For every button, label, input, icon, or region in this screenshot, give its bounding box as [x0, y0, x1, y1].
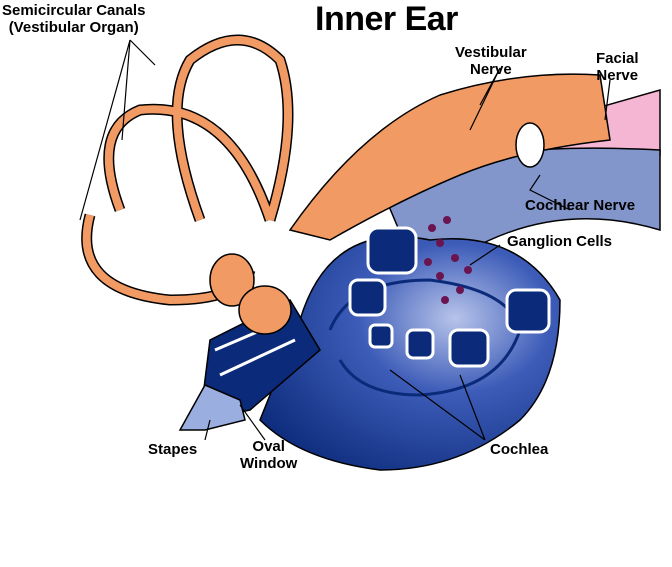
label-cochlear-nerve: Cochlear Nerve: [525, 197, 636, 214]
stapes-shape: [178, 384, 246, 431]
vestibular-nerve: [288, 73, 611, 241]
label-vestibular-nerve: Vestibular Nerve: [455, 44, 527, 78]
label-cochlea: Cochlea: [490, 441, 549, 458]
label-facial-nerve: Facial Nerve: [596, 50, 639, 84]
label-stapes: Stapes: [148, 441, 198, 458]
label-semicircular-canals: Semicircular Canals (Vestibular Organ): [2, 2, 146, 36]
ganglion-cells: [424, 216, 472, 304]
label-ganglion-cells: Ganglion Cells: [507, 233, 613, 250]
label-oval-window: Oval Window: [240, 438, 298, 472]
diagram-title: Inner Ear: [315, 0, 458, 38]
